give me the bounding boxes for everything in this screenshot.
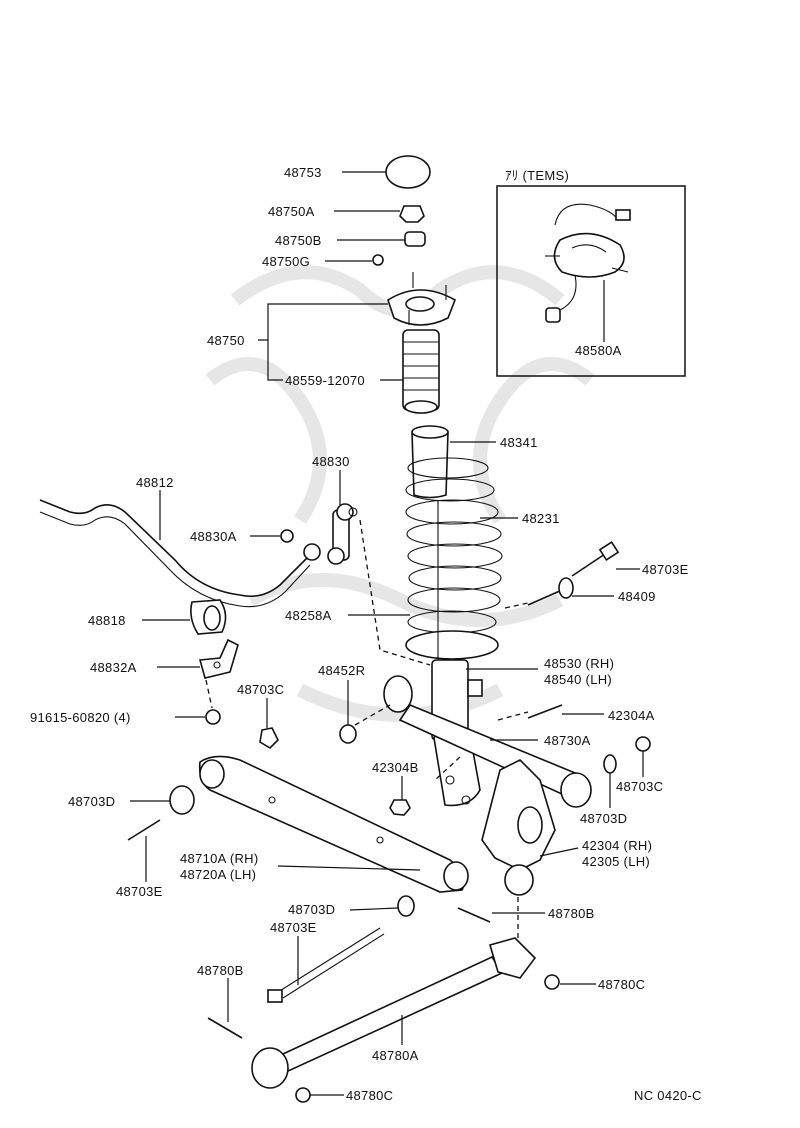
label-48830: 48830 — [312, 454, 350, 469]
washer-48703D-right-icon — [603, 754, 617, 774]
bump-stopper-icon — [411, 425, 449, 499]
label-48703E-mid: 48703E — [270, 920, 317, 935]
bushing-48452R-icon — [339, 724, 357, 744]
label-48780C-bottom: 48780C — [346, 1088, 393, 1103]
label-48750G: 48750G — [262, 254, 310, 269]
inset-title: ｱﾘ (TEMS) — [505, 168, 569, 183]
nut-48703C-right-icon — [635, 736, 651, 752]
nut-48830A-icon — [280, 529, 294, 543]
nut-48750A-icon — [399, 205, 425, 223]
label-48753: 48753 — [284, 165, 322, 180]
label-48258A: 48258A — [285, 608, 332, 623]
dust-boot-icon — [402, 329, 440, 414]
label-48530: 48530 (RH) — [544, 656, 614, 671]
label-48832A: 48832A — [90, 660, 137, 675]
nut-48703C-left-icon — [259, 727, 279, 750]
stabilizer-bar-icon — [39, 499, 321, 608]
label-48703D-right: 48703D — [580, 811, 627, 826]
label-48409: 48409 — [618, 589, 656, 604]
label-48812: 48812 — [136, 475, 174, 490]
label-48730A: 48730A — [544, 733, 591, 748]
tems-actuator-icon — [545, 203, 631, 323]
label-48231: 48231 — [522, 511, 560, 526]
label-48341: 48341 — [500, 435, 538, 450]
stabilizer-link-icon — [327, 503, 358, 565]
bracket-48832A-icon — [198, 638, 239, 679]
nut-48780C-bottom-icon — [295, 1087, 311, 1103]
bolt-48703E-mid-icon — [267, 927, 385, 1003]
bushing-48818-icon — [190, 599, 227, 635]
label-48750: 48750 — [207, 333, 245, 348]
washer-48750B-icon — [404, 231, 426, 247]
bolt-48409-icon — [527, 577, 574, 606]
label-48710A: 48710A (RH) — [180, 851, 258, 866]
label-42304B: 42304B — [372, 760, 419, 775]
nut-42304B-icon — [389, 799, 411, 816]
label-48720A: 48720A (LH) — [180, 867, 256, 882]
trailing-arm-48780A-icon — [251, 937, 537, 1089]
tems-inset: ｱﾘ (TEMS) 48580A — [496, 168, 686, 377]
bolt-48780B-right-icon — [457, 907, 491, 923]
bolt-48780B-left-icon — [207, 1017, 243, 1039]
bolt-42304A-icon — [527, 704, 563, 719]
bolt-48703E-top-icon — [571, 541, 620, 577]
label-42304A: 42304A — [608, 708, 655, 723]
bolt-48703E-left-icon — [127, 819, 161, 841]
label-42304-rh: 42304 (RH) — [582, 838, 652, 853]
part-labels: 48753 48750A 48750B 48750G 48750 48559-1… — [30, 165, 702, 1103]
watermark-emblem — [205, 265, 595, 722]
leader-lines — [130, 171, 644, 1096]
knuckle-42304-icon — [481, 759, 556, 896]
label-48703E-top: 48703E — [642, 562, 689, 577]
label-48780A: 48780A — [372, 1048, 419, 1063]
label-48750A: 48750A — [268, 204, 315, 219]
label-42305-lh: 42305 (LH) — [582, 854, 650, 869]
dashed-guides — [205, 519, 529, 938]
label-48780B-right: 48780B — [548, 906, 595, 921]
nut-48750G-icon — [372, 254, 384, 266]
nut-48780C-right-icon — [544, 974, 560, 990]
label-48452R: 48452R — [318, 663, 365, 678]
label-48830A: 48830A — [190, 529, 237, 544]
strut-mount-icon — [387, 272, 456, 326]
washer-48703D-mid-icon — [397, 895, 415, 917]
label-48540: 48540 (LH) — [544, 672, 612, 687]
label-48703D-left: 48703D — [68, 794, 115, 809]
strut-top-parts — [372, 155, 456, 499]
footer-code: NC 0420-C — [634, 1088, 702, 1103]
label-48703E-left: 48703E — [116, 884, 163, 899]
label-48703C-right: 48703C — [616, 779, 663, 794]
coil-spring-icon — [405, 457, 503, 660]
label-48750B: 48750B — [275, 233, 322, 248]
label-48703C-left: 48703C — [237, 682, 284, 697]
label-48703D-mid: 48703D — [288, 902, 335, 917]
label-48559-12070: 48559-12070 — [285, 373, 365, 388]
lower-arm-48710A-icon — [198, 755, 469, 893]
nut-91615-icon — [205, 709, 221, 725]
label-48818: 48818 — [88, 613, 126, 628]
label-48780B-left: 48780B — [197, 963, 244, 978]
label-91615-60820: 91615-60820 (4) — [30, 710, 131, 725]
label-48780C-right: 48780C — [598, 977, 645, 992]
cap-icon — [385, 155, 431, 189]
washer-48703D-left-icon — [169, 785, 195, 815]
label-48580A: 48580A — [575, 343, 622, 358]
